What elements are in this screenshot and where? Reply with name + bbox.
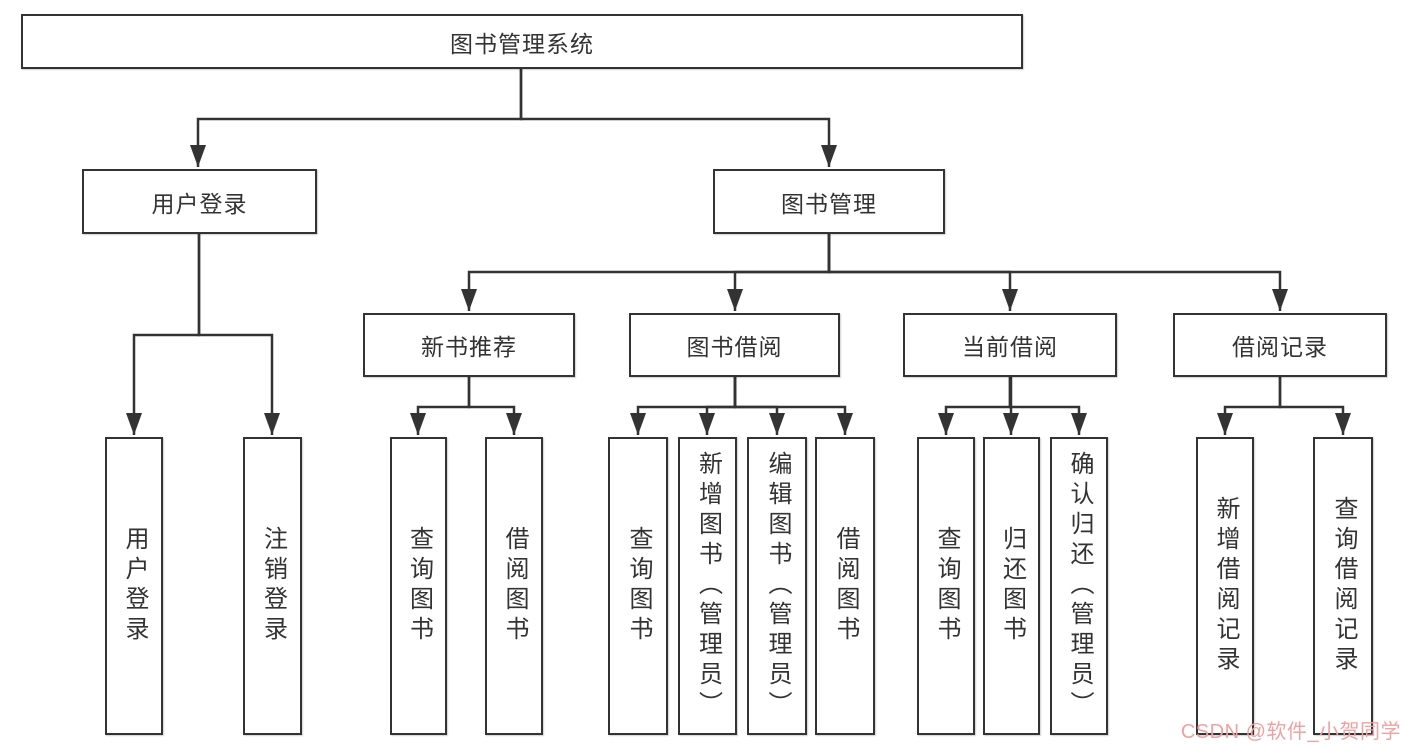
leaf-edit-book-admin: 编辑图书（管理员） [747,437,807,735]
connector [410,377,471,435]
leaf-query-book-2: 查询图书 [608,437,668,735]
node-new-book-recommend: 新书推荐 [363,313,575,377]
node-label: 注销登录 [259,526,287,646]
node-label: 查询图书 [933,526,960,646]
node-book-borrow: 图书借阅 [629,313,840,377]
node-label: 查询图书 [405,526,433,646]
node-label: 借阅图书 [501,526,528,646]
node-label: 图书管理系统 [450,30,594,57]
csdn-watermark: CSDN @软件_小贺同学 [1180,721,1401,743]
node-label: 编辑图书（管理员） [764,451,791,721]
node-root-library-system: 图书管理系统 [21,14,1023,69]
leaf-borrow-book-2: 借阅图书 [815,437,875,735]
connector [727,234,831,311]
node-label: 归还图书 [998,526,1026,646]
connector [1278,377,1351,435]
node-label: 用户登录 [121,526,148,646]
leaf-borrow-book-1: 借阅图书 [485,437,543,735]
leaf-query-borrow-record: 查询借阅记录 [1313,437,1373,735]
connector [938,377,1012,435]
node-label: 图书管理 [781,190,877,217]
connector [126,234,201,435]
node-label: 借阅图书 [832,526,859,646]
node-label: 当前借阅 [962,334,1058,360]
node-label: 查询图书 [625,526,652,646]
leaf-query-book-1: 查询图书 [390,437,447,735]
connector [197,234,280,435]
connector [1008,377,1087,435]
connector [733,377,853,435]
connector [190,69,523,167]
node-label: 新书推荐 [421,334,517,360]
node-label: 确认归还（管理员） [1066,451,1093,721]
connector [699,377,737,435]
connector [519,69,837,167]
leaf-confirm-return-admin: 确认归还（管理员） [1050,437,1108,735]
node-user-login: 用户登录 [82,169,317,234]
connector [1217,377,1282,435]
node-label: 用户登录 [151,190,248,217]
node-label: 借阅记录 [1232,334,1328,360]
node-current-borrow: 当前借阅 [903,313,1117,377]
node-label: 新增借阅记录 [1212,496,1239,676]
leaf-logout: 注销登录 [243,437,302,735]
node-borrow-record: 借阅记录 [1173,313,1387,377]
node-book-management: 图书管理 [713,169,945,234]
leaf-user-login: 用户登录 [105,437,163,735]
leaf-add-book-admin: 新增图书（管理员） [678,437,737,735]
leaf-return-book: 归还图书 [983,437,1040,735]
node-label: 查询借阅记录 [1330,496,1357,676]
connector [827,234,1288,311]
node-label: 新增图书（管理员） [694,451,722,721]
leaf-query-book-3: 查询图书 [917,437,975,735]
connector [467,377,522,435]
leaf-add-borrow-record: 新增借阅记录 [1196,437,1254,735]
node-label: 图书借阅 [686,334,783,360]
